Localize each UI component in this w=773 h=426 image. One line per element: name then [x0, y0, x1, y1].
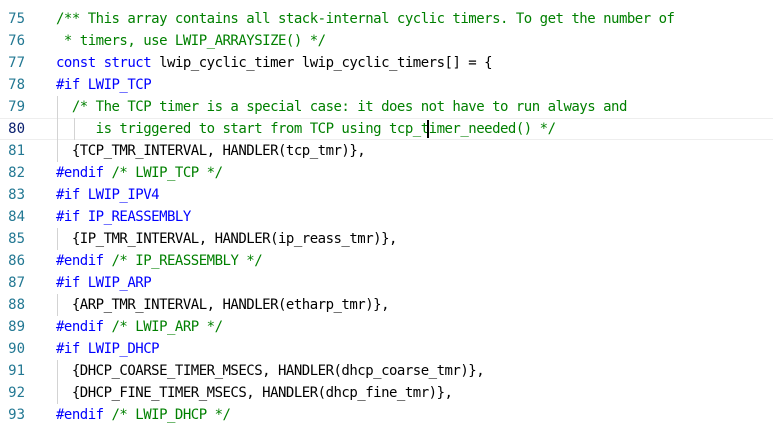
line-number: 88	[8, 297, 25, 313]
code-line[interactable]: 86 #endif /* IP_REASSEMBLY */	[0, 250, 773, 272]
keyword-token: #if IP_REASSEMBLY	[56, 209, 191, 225]
indent-guide	[57, 96, 58, 118]
line-number: 80	[8, 121, 25, 137]
line-number: 83	[8, 187, 25, 203]
code-text[interactable]: #endif /* IP_REASSEMBLY */	[56, 250, 263, 272]
keyword-token: #endif	[56, 407, 104, 423]
line-number: 79	[8, 99, 25, 115]
line-number: 89	[8, 319, 25, 335]
indent-guide	[57, 360, 58, 382]
code-token: {TCP_TMR_INTERVAL, HANDLER(tcp_tmr)},	[56, 143, 366, 159]
code-text[interactable]: is triggered to start from TCP using tcp…	[56, 118, 556, 140]
keyword-token: const struct	[56, 55, 152, 71]
code-token: {IP_TMR_INTERVAL, HANDLER(ip_reass_tmr)}…	[56, 231, 398, 247]
line-number: 93	[8, 407, 25, 423]
code-text[interactable]: {ARP_TMR_INTERVAL, HANDLER(etharp_tmr)},	[56, 294, 390, 316]
keyword-token: #if LWIP_ARP	[56, 275, 152, 291]
code-line[interactable]: 91 {DHCP_COARSE_TIMER_MSECS, HANDLER(dhc…	[0, 360, 773, 382]
keyword-token: #if LWIP_IPV4	[56, 187, 160, 203]
code-text[interactable]: {DHCP_COARSE_TIMER_MSECS, HANDLER(dhcp_c…	[56, 360, 485, 382]
code-line[interactable]: 79 /* The TCP timer is a special case: i…	[0, 96, 773, 118]
code-text[interactable]: #endif /* LWIP_ARP */	[56, 316, 223, 338]
keyword-token: #if LWIP_TCP	[56, 77, 152, 93]
code-text[interactable]: const struct lwip_cyclic_timer lwip_cycl…	[56, 52, 493, 74]
indent-guide	[57, 118, 58, 140]
line-number: 92	[8, 385, 25, 401]
keyword-token: #endif	[56, 319, 104, 335]
line-number: 82	[8, 165, 25, 181]
line-number: 91	[8, 363, 25, 379]
line-number: 77	[8, 55, 25, 71]
comment-token: /* LWIP_TCP */	[103, 165, 224, 181]
keyword-token: #endif	[56, 253, 104, 269]
code-text[interactable]: * timers, use LWIP_ARRAYSIZE() */	[56, 30, 326, 52]
code-line[interactable]: 88 {ARP_TMR_INTERVAL, HANDLER(etharp_tmr…	[0, 294, 773, 316]
line-number: 85	[8, 231, 25, 247]
line-number: 81	[8, 143, 25, 159]
line-number: 84	[8, 209, 25, 225]
code-line[interactable]: 84 #if IP_REASSEMBLY	[0, 206, 773, 228]
code-line[interactable]: 80 is triggered to start from TCP using …	[0, 118, 773, 140]
code-text[interactable]: #if LWIP_DHCP	[56, 338, 160, 360]
line-number: 90	[8, 341, 25, 357]
code-token: {DHCP_FINE_TIMER_MSECS, HANDLER(dhcp_fin…	[56, 385, 453, 401]
code-text[interactable]: #endif /* LWIP_DHCP */	[56, 404, 231, 426]
keyword-token: #if LWIP_DHCP	[56, 341, 160, 357]
indent-guide	[74, 118, 75, 140]
line-number: 86	[8, 253, 25, 269]
code-line[interactable]: 83 #if LWIP_IPV4	[0, 184, 773, 206]
code-line[interactable]: 75 /** This array contains all stack-inte…	[0, 8, 773, 30]
code-line[interactable]: 85 {IP_TMR_INTERVAL, HANDLER(ip_reass_tm…	[0, 228, 773, 250]
code-text[interactable]: #endif /* LWIP_TCP */	[56, 162, 223, 184]
code-token: lwip_cyclic_timer lwip_cyclic_timers[] =…	[151, 55, 493, 71]
comment-token: /* LWIP_DHCP */	[103, 407, 231, 423]
indent-guide	[57, 294, 58, 316]
code-token: {ARP_TMR_INTERVAL, HANDLER(etharp_tmr)},	[56, 297, 390, 313]
code-text[interactable]: {IP_TMR_INTERVAL, HANDLER(ip_reass_tmr)}…	[56, 228, 398, 250]
line-number: 75	[8, 11, 25, 27]
comment-token: is triggered to start from TCP using tcp…	[56, 121, 556, 137]
code-line[interactable]: 81 {TCP_TMR_INTERVAL, HANDLER(tcp_tmr)},	[0, 140, 773, 162]
code-text[interactable]: #if LWIP_TCP	[56, 74, 152, 96]
comment-token: /* The TCP timer is a special case: it d…	[56, 99, 628, 115]
code-text[interactable]: {TCP_TMR_INTERVAL, HANDLER(tcp_tmr)},	[56, 140, 366, 162]
line-number: 78	[8, 77, 25, 93]
code-line[interactable]: 90 #if LWIP_DHCP	[0, 338, 773, 360]
code-line[interactable]: 82 #endif /* LWIP_TCP */	[0, 162, 773, 184]
line-number: 76	[8, 33, 25, 49]
code-text[interactable]: {DHCP_FINE_TIMER_MSECS, HANDLER(dhcp_fin…	[56, 382, 453, 404]
indent-guide	[57, 228, 58, 250]
code-line[interactable]: 76 * timers, use LWIP_ARRAYSIZE() */	[0, 30, 773, 52]
code-text[interactable]: #if IP_REASSEMBLY	[56, 206, 191, 228]
comment-token: /* LWIP_ARP */	[103, 319, 224, 335]
code-text[interactable]: /** This array contains all stack-intern…	[56, 8, 675, 30]
code-line[interactable]: 87 #if LWIP_ARP	[0, 272, 773, 294]
line-number: 87	[8, 275, 25, 291]
code-line[interactable]: 89 #endif /* LWIP_ARP */	[0, 316, 773, 338]
code-line[interactable]: 92 {DHCP_FINE_TIMER_MSECS, HANDLER(dhcp_…	[0, 382, 773, 404]
comment-token: /** This array contains all stack-intern…	[56, 11, 675, 27]
indent-guide	[57, 382, 58, 404]
code-line[interactable]: 93 #endif /* LWIP_DHCP */	[0, 404, 773, 426]
code-text[interactable]: /* The TCP timer is a special case: it d…	[56, 96, 628, 118]
comment-token: /* IP_REASSEMBLY */	[103, 253, 263, 269]
code-text[interactable]: #if LWIP_IPV4	[56, 184, 160, 206]
code-line[interactable]: 77 const struct lwip_cyclic_timer lwip_cy…	[0, 52, 773, 74]
indent-guide	[57, 140, 58, 162]
comment-token: * timers, use LWIP_ARRAYSIZE() */	[56, 33, 326, 49]
keyword-token: #endif	[56, 165, 104, 181]
code-text[interactable]: #if LWIP_ARP	[56, 272, 152, 294]
code-token: {DHCP_COARSE_TIMER_MSECS, HANDLER(dhcp_c…	[56, 363, 485, 379]
code-line[interactable]: 78 #if LWIP_TCP	[0, 74, 773, 96]
text-cursor	[427, 120, 429, 138]
